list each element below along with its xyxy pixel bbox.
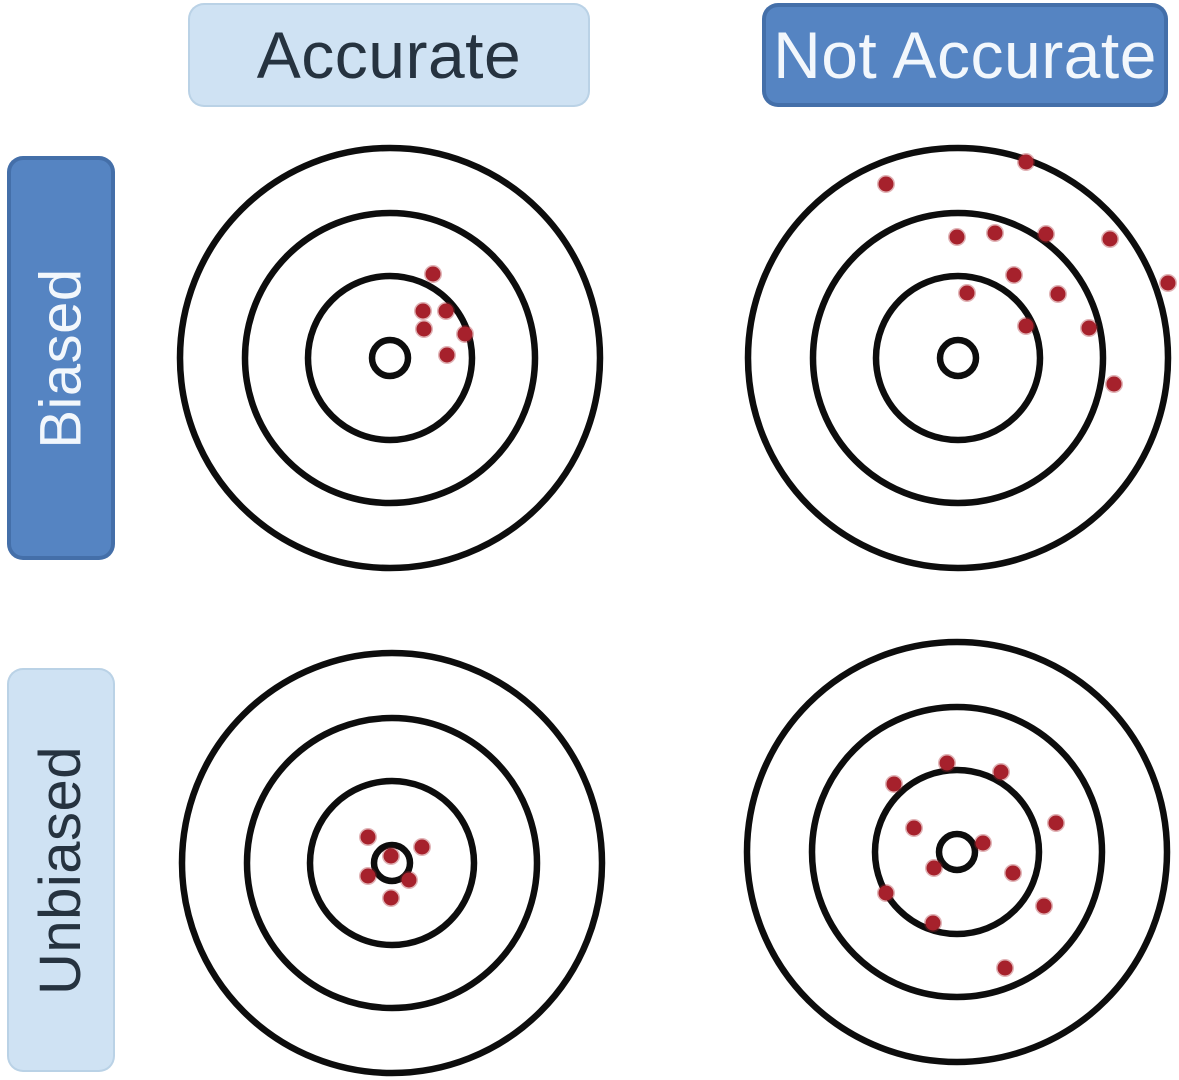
target-unbiased-accurate (178, 649, 606, 1077)
target-ring (744, 144, 1172, 572)
shot-dot (456, 325, 474, 343)
shot-dot (359, 828, 377, 846)
target-ring (241, 209, 539, 507)
shot-dot (359, 867, 377, 885)
target-biased-accurate (176, 144, 604, 572)
target-ring (306, 777, 478, 949)
shot-dot (382, 889, 400, 907)
shot-dot (885, 775, 903, 793)
shot-dot (1017, 153, 1035, 171)
column-header-not-accurate-label: Not Accurate (773, 18, 1157, 92)
row-header-biased-label: Biased (28, 267, 94, 449)
shot-dot (877, 175, 895, 193)
shot-dot (382, 847, 400, 865)
shot-dot (438, 346, 456, 364)
shot-dot (1101, 230, 1119, 248)
shot-dot (400, 871, 418, 889)
shot-dot (1004, 864, 1022, 882)
column-header-accurate: Accurate (188, 3, 590, 107)
row-header-unbiased-label: Unbiased (28, 745, 94, 995)
row-header-biased: Biased (7, 156, 115, 560)
column-header-accurate-label: Accurate (256, 18, 522, 92)
shot-dot (974, 834, 992, 852)
target-unbiased-not-accurate (743, 638, 1171, 1066)
shot-dot (437, 302, 455, 320)
shot-dot (1080, 319, 1098, 337)
shot-dot (413, 838, 431, 856)
target-ring (368, 336, 412, 380)
target-ring (176, 144, 604, 572)
column-header-not-accurate: Not Accurate (762, 3, 1168, 107)
target-ring (872, 272, 1044, 444)
shot-dot (1049, 285, 1067, 303)
shot-dot (924, 914, 942, 932)
shot-dot (1035, 897, 1053, 915)
row-header-unbiased: Unbiased (7, 668, 115, 1072)
target-ring (935, 830, 979, 874)
shot-dot (1005, 266, 1023, 284)
target-ring (743, 638, 1171, 1066)
shot-dot (1159, 274, 1177, 292)
target-biased-not-accurate (744, 144, 1177, 572)
shot-dot (996, 959, 1014, 977)
target-ring (808, 703, 1106, 1001)
shot-dot (905, 819, 923, 837)
shot-dot (414, 302, 432, 320)
shot-dot (1047, 814, 1065, 832)
target-ring (178, 649, 606, 1077)
target-ring (304, 272, 476, 444)
shot-dot (1017, 317, 1035, 335)
target-ring (936, 336, 980, 380)
target-ring (370, 841, 414, 885)
shot-dot (925, 859, 943, 877)
shot-dot (986, 224, 1004, 242)
shot-dot (958, 284, 976, 302)
shot-dot (938, 754, 956, 772)
shot-dot (877, 884, 895, 902)
shot-dot (948, 228, 966, 246)
shot-dot (992, 763, 1010, 781)
target-ring (871, 766, 1043, 938)
shot-dot (424, 265, 442, 283)
shot-dot (1037, 225, 1055, 243)
shot-dot (1105, 375, 1123, 393)
target-ring (243, 714, 541, 1012)
target-ring (809, 209, 1107, 507)
shot-dot (415, 320, 433, 338)
